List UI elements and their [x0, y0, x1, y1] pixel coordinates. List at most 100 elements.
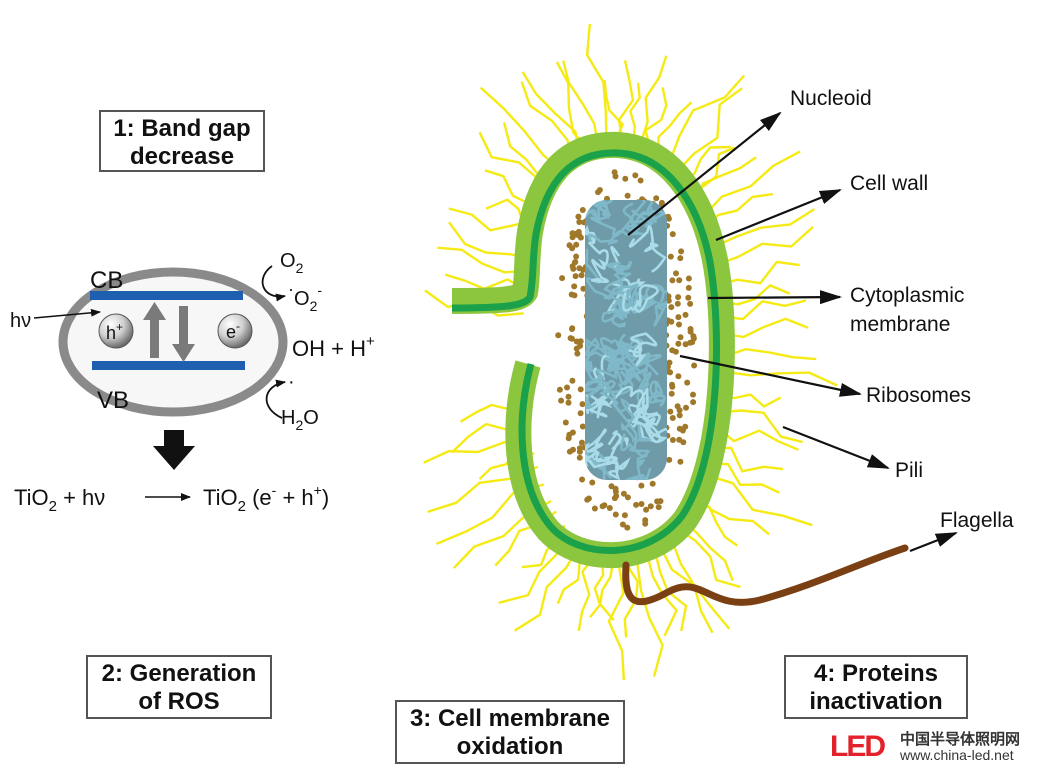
ribosome-dot [591, 505, 598, 512]
valence-band [92, 361, 245, 370]
ribosome-dot [584, 496, 591, 503]
ribosome-dot [668, 304, 675, 311]
pilus [635, 561, 664, 677]
photon-label: hν [10, 310, 31, 332]
cytoplasmic-membrane-label-line1: Cytoplasmic [850, 284, 964, 307]
hole-label: h+ [106, 320, 123, 343]
pilus [703, 473, 813, 527]
ribosome-dot [559, 275, 566, 282]
ribosome-dot [565, 435, 572, 442]
dna-strand [585, 428, 607, 475]
ribosome-dot [576, 454, 583, 461]
ribosome-dot [669, 381, 675, 388]
flagella-label: Flagella [940, 509, 1014, 532]
cytoplasmic-membrane-pointer [707, 290, 842, 305]
ribosome-dot [669, 231, 676, 238]
ribosome-dot [647, 503, 654, 510]
cb-label: CB [90, 267, 123, 294]
dna-strand [631, 205, 666, 228]
process-down-arrow [153, 430, 195, 470]
pilus [562, 60, 600, 147]
flagella-pointer [909, 531, 958, 553]
ribosome-dot [677, 458, 684, 465]
cell-wall-pointer [715, 188, 842, 242]
pilus [617, 60, 635, 141]
ribosome-dot [685, 275, 692, 282]
ribosome-dot [683, 404, 689, 411]
dna-strand [642, 380, 666, 407]
nucleoid-pointer [627, 111, 782, 236]
pilus [720, 299, 807, 321]
ribosome-dot [657, 498, 664, 505]
ribosome-dot [666, 369, 673, 375]
ribosome-dot [569, 377, 576, 384]
ribosome-dot [606, 505, 613, 511]
ribosome-dot [564, 384, 570, 391]
pili-pointer [782, 425, 890, 470]
o2-reaction-arrow [261, 265, 286, 302]
step3-box: 3: Cell membrane oxidation [395, 700, 625, 764]
dna-strand [609, 385, 661, 437]
pilus [721, 348, 817, 361]
ribosome-dot [580, 266, 587, 273]
dna-strand [653, 287, 667, 327]
ribosome-dot [624, 494, 631, 501]
ribosome-dot [571, 292, 578, 299]
ribosome-dot [667, 253, 674, 260]
hydroxyl-radical-dot: · [288, 371, 295, 393]
electron-particle [217, 313, 253, 349]
o2-label: O2 [280, 250, 304, 276]
ribosome-dot [676, 321, 682, 328]
pilus [721, 317, 809, 339]
dna-strand [628, 332, 658, 366]
step2-box: 2: Generation of ROS [86, 655, 272, 719]
pilus [708, 208, 816, 250]
ribosome-dot [555, 332, 562, 339]
photon-arrow [33, 308, 101, 319]
ribosome-dot [579, 207, 586, 213]
ribosome-dot [556, 386, 563, 393]
electron-label: e- [226, 319, 240, 342]
ribosome-dot [682, 311, 689, 318]
step2-line1: 2: Generation [101, 660, 257, 687]
ribosome-dot [680, 439, 687, 446]
ribosome-dot [558, 397, 565, 404]
ribosome-dot [577, 386, 584, 393]
ribosome-dot [666, 456, 673, 463]
ribosome-dot [574, 350, 581, 357]
equation-left: TiO2 + hν [14, 485, 105, 515]
ribosome-dot [687, 300, 694, 307]
dna-strand [624, 449, 652, 480]
ribosome-dot [643, 506, 650, 513]
watermark-chinese: 中国半导体照明网 [900, 730, 1021, 748]
ribosome-dot [570, 265, 577, 272]
dna-strand [612, 397, 638, 443]
excitation-up-arrow [143, 302, 166, 358]
ribosome-dot [595, 189, 601, 196]
ribosome-dot [567, 335, 574, 342]
ribosome-dot [669, 277, 676, 284]
ribosome-dot [669, 415, 676, 421]
tio2-particle-outline [58, 267, 288, 417]
step3-line1: 3: Cell membrane [409, 705, 611, 732]
step1-line2: decrease [129, 143, 235, 170]
ribosome-dot [577, 410, 584, 417]
ribosome-dot [655, 504, 662, 511]
ribosome-dot [682, 423, 689, 430]
watermark: LED 中国半导体照明网 www.china-led.net [830, 728, 1035, 764]
ribosome-dot [675, 294, 682, 301]
ribosome-dot [673, 270, 679, 277]
equation-right: TiO2 (e- + h+) [203, 482, 329, 515]
pilus [657, 101, 693, 156]
pilus [644, 87, 668, 149]
ribosome-dot [637, 177, 644, 184]
ribosome-dot [619, 521, 626, 528]
ribosome-dot [571, 259, 578, 266]
dna-strand [585, 377, 619, 406]
ribosome-dot [570, 446, 576, 453]
dna-strand [603, 261, 632, 300]
pilus [629, 82, 641, 142]
pilus [585, 23, 608, 143]
